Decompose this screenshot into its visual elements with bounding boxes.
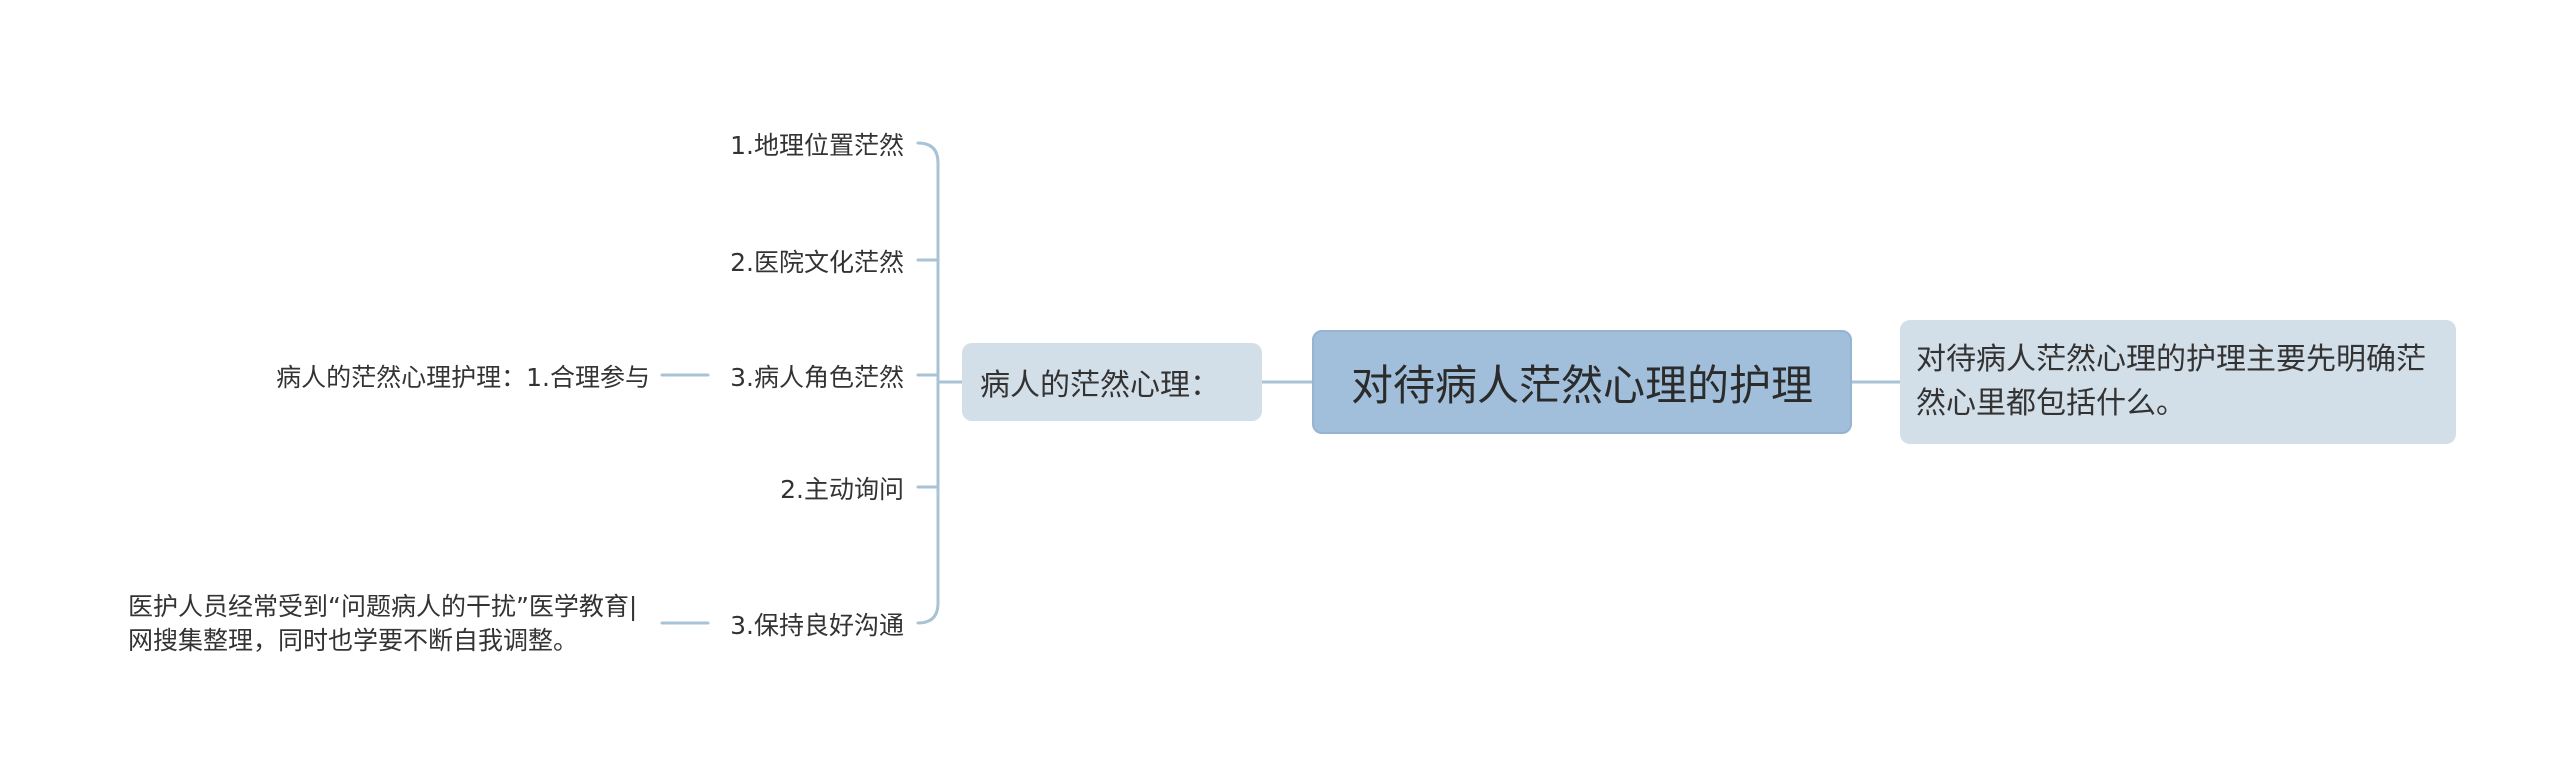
child-node-2[interactable]: 2.医院文化茫然 [700, 243, 904, 279]
right-note-node[interactable]: 对待病人茫然心理的护理主要先明确茫然心里都包括什么。 [1900, 320, 2456, 444]
child-node-4[interactable]: 2.主动询问 [700, 470, 904, 506]
note-node-1[interactable]: 病人的茫然心理护理：1.合理参与 [250, 358, 650, 394]
child-label: 1.地理位置茫然 [730, 131, 904, 160]
child-node-5[interactable]: 3.保持良好沟通 [700, 606, 904, 642]
child-node-3[interactable]: 3.病人角色茫然 [700, 358, 904, 394]
root-node[interactable]: 对待病人茫然心理的护理 [1312, 330, 1852, 434]
left-branch-label: 病人的茫然心理： [980, 368, 1220, 403]
root-title: 对待病人茫然心理的护理 [1350, 360, 1813, 410]
child-label: 2.主动询问 [780, 475, 904, 504]
child-label: 3.病人角色茫然 [730, 363, 904, 392]
note-text: 医护人员经常受到“问题病人的干扰”医学教育|网搜集整理，同时也学要不断自我调整。 [128, 592, 638, 655]
child-node-1[interactable]: 1.地理位置茫然 [700, 126, 904, 162]
note-node-2[interactable]: 医护人员经常受到“问题病人的干扰”医学教育|网搜集整理，同时也学要不断自我调整。 [128, 590, 658, 658]
child-label: 3.保持良好沟通 [730, 611, 904, 640]
child-label: 2.医院文化茫然 [730, 248, 904, 277]
connector-bracket [916, 141, 940, 625]
right-note-text: 对待病人茫然心理的护理主要先明确茫然心里都包括什么。 [1916, 342, 2426, 421]
left-branch-node[interactable]: 病人的茫然心理： [962, 343, 1262, 421]
note-text: 病人的茫然心理护理：1.合理参与 [276, 363, 650, 392]
